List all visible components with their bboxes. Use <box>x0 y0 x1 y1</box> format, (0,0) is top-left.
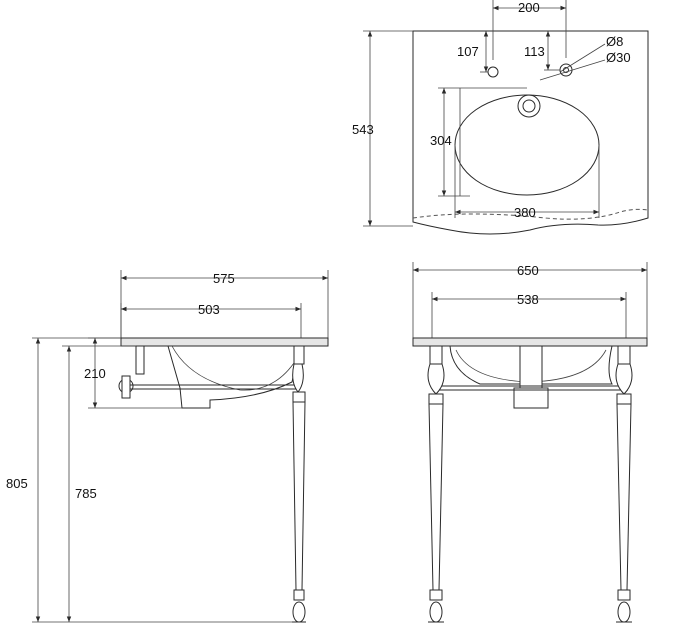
dim-380: 380 <box>514 205 536 220</box>
dim-200: 200 <box>518 0 540 15</box>
side-leg <box>292 401 306 591</box>
dim-diameter-8: Ø8 <box>606 34 623 49</box>
dim-785: 785 <box>75 486 97 501</box>
dim-543: 543 <box>352 122 374 137</box>
front-leg-right <box>616 403 632 591</box>
side-view: 575 503 210 805 <box>6 270 329 623</box>
side-slab <box>120 337 329 347</box>
tap-hole-left <box>487 66 499 78</box>
bowl-ellipse <box>454 94 600 196</box>
drain-inner <box>522 99 536 113</box>
dim-107: 107 <box>457 44 479 59</box>
dim-503: 503 <box>198 302 220 317</box>
dim-538: 538 <box>517 292 539 307</box>
front-slab <box>412 337 648 347</box>
dim-575: 575 <box>213 271 235 286</box>
dim-650: 650 <box>517 263 539 278</box>
drain-outer <box>517 94 541 118</box>
front-leg-left-top <box>429 345 443 365</box>
side-bracket <box>135 345 145 375</box>
dim-diameter-30: Ø30 <box>606 50 631 65</box>
dim-805: 805 <box>6 476 28 491</box>
side-bowl <box>167 345 301 409</box>
top-view: 200 107 113 Ø8 Ø30 543 304 380 <box>352 0 649 235</box>
top-view-outline <box>412 30 649 235</box>
dim-304: 304 <box>430 133 452 148</box>
side-leg-top <box>293 345 305 365</box>
dim-210: 210 <box>84 366 106 381</box>
front-bowl <box>449 345 613 385</box>
front-leg-right-top <box>617 345 631 365</box>
front-view: 650 538 <box>412 262 648 623</box>
front-leg-left <box>428 403 444 591</box>
dim-113: 113 <box>524 44 545 59</box>
